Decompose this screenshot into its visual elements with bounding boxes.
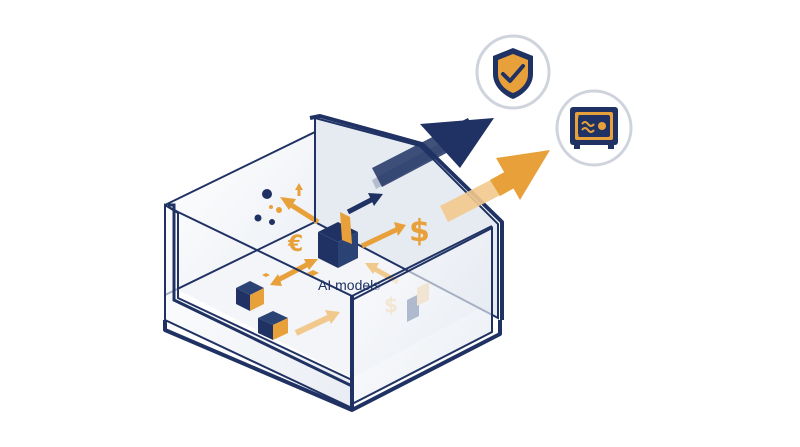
- shield-check-icon: [475, 34, 551, 110]
- box-top-rim: [164, 204, 493, 298]
- box-left-edge: [168, 203, 353, 388]
- cube-navy-bottom: [258, 311, 288, 340]
- arrow-up-small: [295, 183, 303, 196]
- dot: [254, 214, 262, 222]
- dot: [269, 205, 273, 209]
- dot: [262, 189, 272, 199]
- arrow-orange-large: [440, 150, 550, 222]
- euro-symbol: €: [287, 232, 303, 257]
- dot: [276, 207, 282, 213]
- dollar-large-symbol: $: [409, 214, 430, 249]
- dot: [269, 219, 275, 225]
- arrow-navy-large: [372, 118, 494, 189]
- cube-navy-top: [236, 281, 264, 311]
- arrow-up-navy-small: [346, 193, 383, 215]
- ai-model-cube: [318, 212, 358, 268]
- arrow-light-lower: [294, 310, 340, 336]
- safe-vault-icon: [555, 89, 633, 167]
- arrow-left-down: [270, 259, 318, 286]
- arrow-up-left: [280, 197, 320, 225]
- arrow-right-orange: [360, 222, 406, 249]
- small-diamond: [307, 270, 319, 276]
- small-diamond: [262, 273, 270, 277]
